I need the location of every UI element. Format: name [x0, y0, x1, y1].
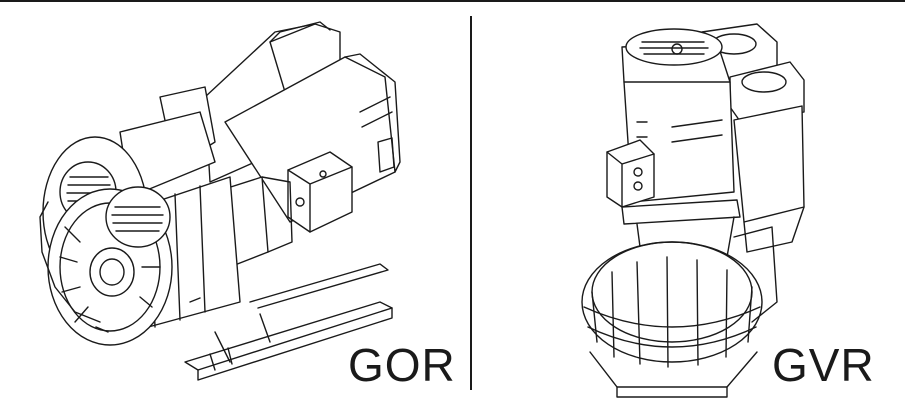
panel-divider: [470, 16, 472, 390]
gvr-blower-drawing: [581, 23, 805, 398]
panel-gor: GOR: [0, 2, 470, 399]
panel-gvr: GVR: [472, 2, 905, 399]
top-border-line: [0, 0, 905, 2]
gor-blower-drawing: [39, 21, 401, 381]
model-label-gor: GOR: [348, 339, 456, 391]
model-label-gvr: GVR: [772, 339, 875, 391]
